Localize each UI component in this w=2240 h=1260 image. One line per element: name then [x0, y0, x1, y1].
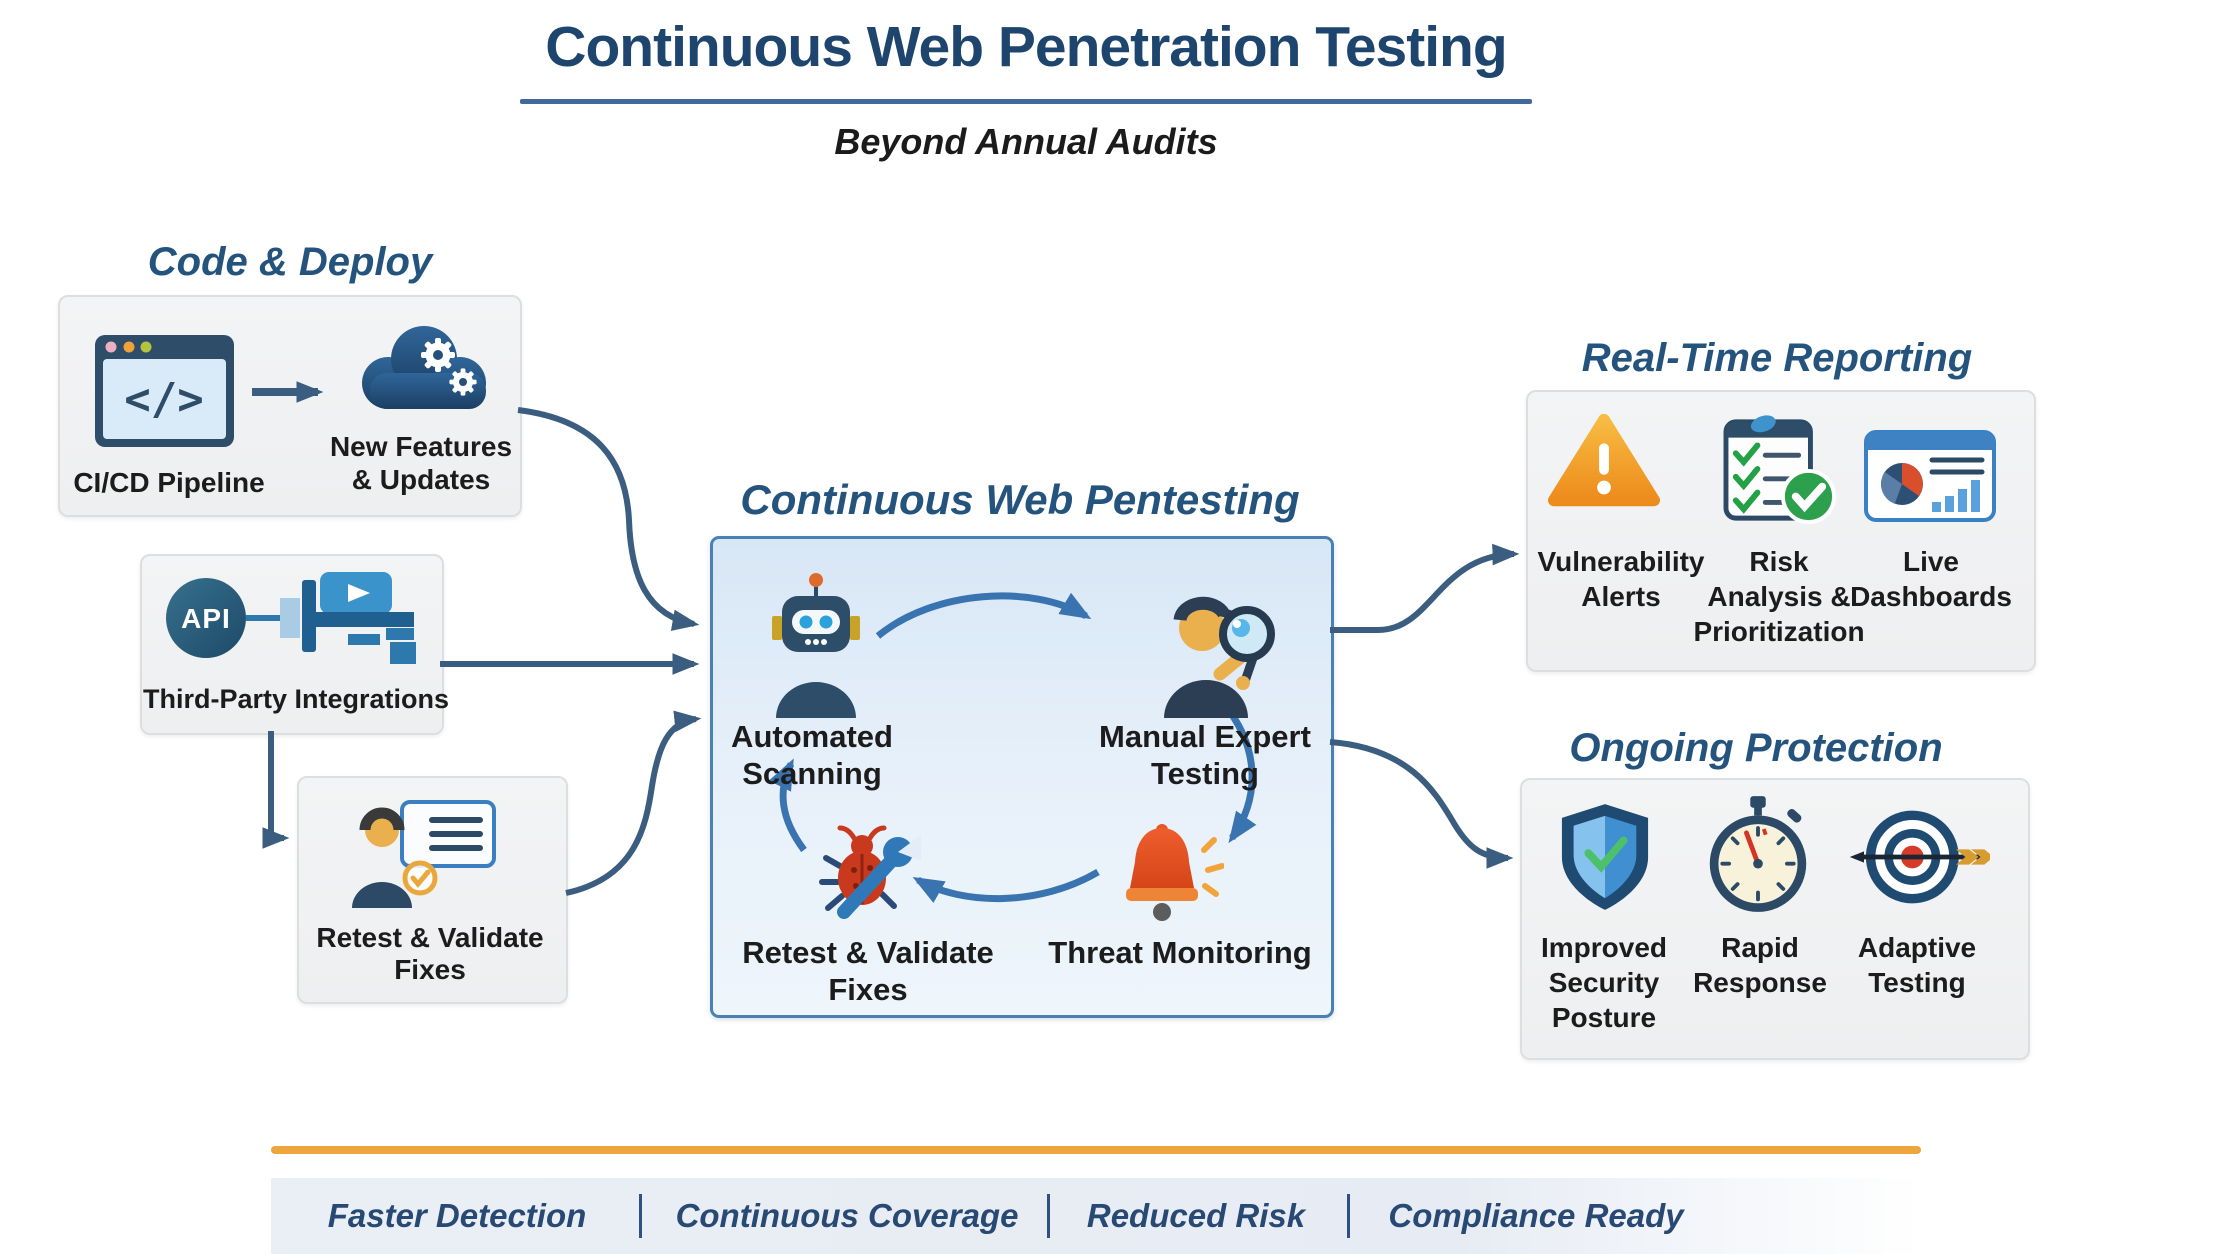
cycle-retest-label: Retest & Validate Fixes: [742, 935, 994, 1007]
shield-check-icon: [1561, 804, 1649, 910]
live-dashboards-label: Live Dashboards: [1850, 546, 2012, 612]
retest-box-label: Retest & Validate Fixes: [316, 922, 544, 985]
rapid-response-label: Rapid Response: [1693, 932, 1827, 998]
footer-accent-rule: [271, 1146, 1921, 1154]
target-arrow-icon: [1849, 810, 1990, 904]
manual-tester-magnifier-icon: [1164, 596, 1275, 718]
reporting-heading: Real-Time Reporting: [1581, 336, 1973, 380]
api-integration-icon: API: [166, 572, 416, 664]
code-deploy-heading: Code & Deploy: [147, 240, 433, 284]
page-subtitle: Beyond Annual Audits: [834, 121, 1218, 162]
arrow-deploy-to-cycle: [517, 407, 700, 631]
footer-separator: [639, 1194, 642, 1238]
gear-icon: [421, 338, 455, 372]
warning-triangle-icon: [1548, 413, 1660, 507]
security-posture-label: Improved Security Posture: [1540, 932, 1668, 1033]
automated-scanning-label: Automated Scanning: [731, 719, 893, 791]
footer-separator: [1347, 1194, 1350, 1238]
footer-item-compliance-ready: Compliance Ready: [1388, 1197, 1684, 1234]
code-glyph: </>: [124, 374, 203, 425]
gear-icon: [449, 368, 477, 396]
cycle-arrow-scan-to-manual: [875, 592, 1092, 639]
vulnerability-alerts-label: Vulnerability Alerts: [1537, 546, 1705, 612]
alert-bell-icon: [1126, 824, 1224, 921]
threat-monitoring-label: Threat Monitoring: [1048, 935, 1312, 970]
cycle-arrow-retest-to-scan: [768, 758, 807, 853]
adaptive-testing-label: Adaptive Testing: [1857, 932, 1977, 998]
title-underline: [520, 99, 1532, 104]
arrow-cycle-to-protection: [1329, 739, 1514, 869]
risk-analysis-label: Risk Analysis & Prioritization: [1693, 546, 1865, 647]
robot-icon: [772, 573, 860, 718]
api-label: API: [181, 603, 231, 634]
footer-separator: [1047, 1194, 1050, 1238]
pentest-cycle-heading: Continuous Web Pentesting: [740, 476, 1300, 523]
footer-item-continuous-coverage: Continuous Coverage: [675, 1197, 1019, 1234]
person-validate-icon: [352, 800, 496, 908]
integrations-label: Third-Party Integrations: [142, 684, 450, 714]
cycle-arrow-manual-to-threat: [1221, 701, 1257, 844]
arrow-retest-to-cycle: [565, 710, 702, 896]
features-label: New Features & Updates: [329, 431, 513, 495]
footer-item-reduced-risk: Reduced Risk: [1086, 1197, 1306, 1234]
protection-heading: Ongoing Protection: [1569, 726, 1943, 770]
footer-benefits-bar: Faster Detection Continuous Coverage Red…: [271, 1178, 1923, 1254]
footer-item-faster-detection: Faster Detection: [327, 1197, 587, 1234]
risk-checklist-icon: [1723, 415, 1836, 524]
page-title: Continuous Web Penetration Testing: [545, 15, 1507, 79]
arrow-cycle-to-reporting: [1330, 543, 1520, 633]
manual-testing-label: Manual Expert Testing: [1099, 719, 1311, 791]
cycle-arrow-threat-to-retest: [912, 868, 1100, 903]
live-dashboard-icon: [1864, 430, 1996, 522]
arrow-integrations-to-retest: [262, 731, 290, 849]
browser-code-icon: </>: [95, 335, 234, 447]
stopwatch-icon: [1709, 796, 1807, 912]
bug-wrench-icon: [819, 825, 921, 919]
cicd-label: CI/CD Pipeline: [73, 467, 265, 498]
cloud-gears-icon: [362, 326, 486, 409]
